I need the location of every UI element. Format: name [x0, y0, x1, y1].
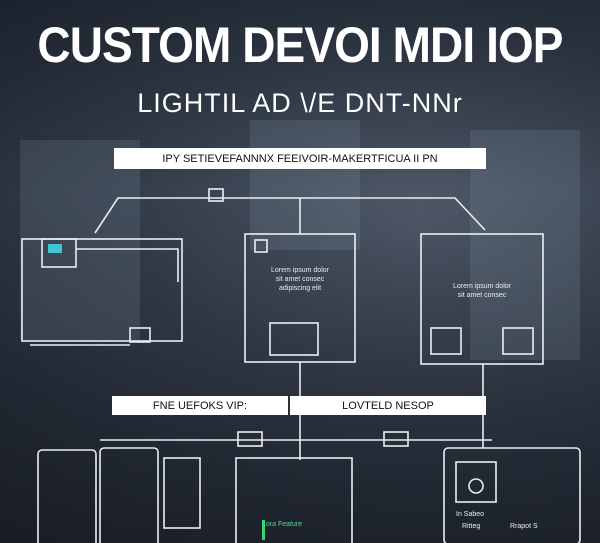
top-banner: IPY SETIEVEFANNNX FEEIVOIR-MAKERTFICUA I… [114, 148, 486, 169]
device-right-dial [468, 478, 484, 494]
device-right-bottom-line2b: Rrapot S [510, 523, 538, 530]
device-right-top-line: sit amet consec [457, 292, 507, 299]
device-center-knob [254, 239, 268, 253]
device-right-top-text: Lorem ipsum dolor sit amet consec [430, 282, 534, 300]
device-center-bottom [235, 457, 353, 543]
background-window [20, 140, 140, 340]
device-left-port [129, 327, 151, 343]
device-left-top [21, 238, 183, 342]
background-window [470, 130, 580, 360]
indicator-cyan [48, 244, 62, 253]
top-banner-text: IPY SETIEVEFANNNX FEEIVOIR-MAKERTFICUA I… [162, 152, 438, 165]
device-center-bottom-footer: Lora Feature [262, 521, 303, 528]
connector-line [94, 197, 486, 234]
section-label-left: FNE UEFOKS VIP: [112, 396, 288, 415]
device-right-module-a [430, 327, 462, 355]
device-right-top-line: Lorem ipsum dolor [453, 283, 511, 290]
device-center-top-line: adipiscing elit [278, 285, 322, 292]
device-center-top-line: Lorem ipsum dolor [271, 267, 329, 274]
indicator-green [262, 520, 265, 540]
section-label-right-text: LOVTELD NESOP [342, 399, 434, 412]
device-right-top [420, 233, 544, 365]
node-icon [208, 188, 224, 202]
device-phone-1 [37, 449, 97, 543]
device-right-module-b [502, 327, 534, 355]
device-left-screen [41, 238, 77, 268]
device-center-top-text: Lorem ipsum dolor sit amet consec adipis… [250, 266, 350, 293]
device-right-bottom-line1: In Sabeo [456, 511, 485, 518]
node-icon [237, 431, 263, 447]
section-label-left-text: FNE UEFOKS VIP: [152, 399, 248, 412]
page-subtitle: LIGHTIL AD \/E DNT-NNr [137, 88, 463, 118]
device-right-bottom-line2a: Ritteg [462, 523, 481, 530]
node-icon [383, 431, 409, 447]
device-phone-2 [99, 447, 159, 543]
device-right-screen [455, 461, 497, 503]
device-center-module [269, 322, 319, 356]
background-window [250, 120, 360, 250]
device-right-bottom [443, 447, 581, 543]
device-center-top [244, 233, 356, 363]
device-left-panel [76, 248, 179, 282]
section-label-right: LOVTELD NESOP [290, 396, 486, 415]
page-title: CUSTOM DEVOI MDI IOP [37, 17, 563, 73]
device-tablet [163, 457, 201, 529]
device-center-top-line: sit amet consec [275, 276, 325, 283]
